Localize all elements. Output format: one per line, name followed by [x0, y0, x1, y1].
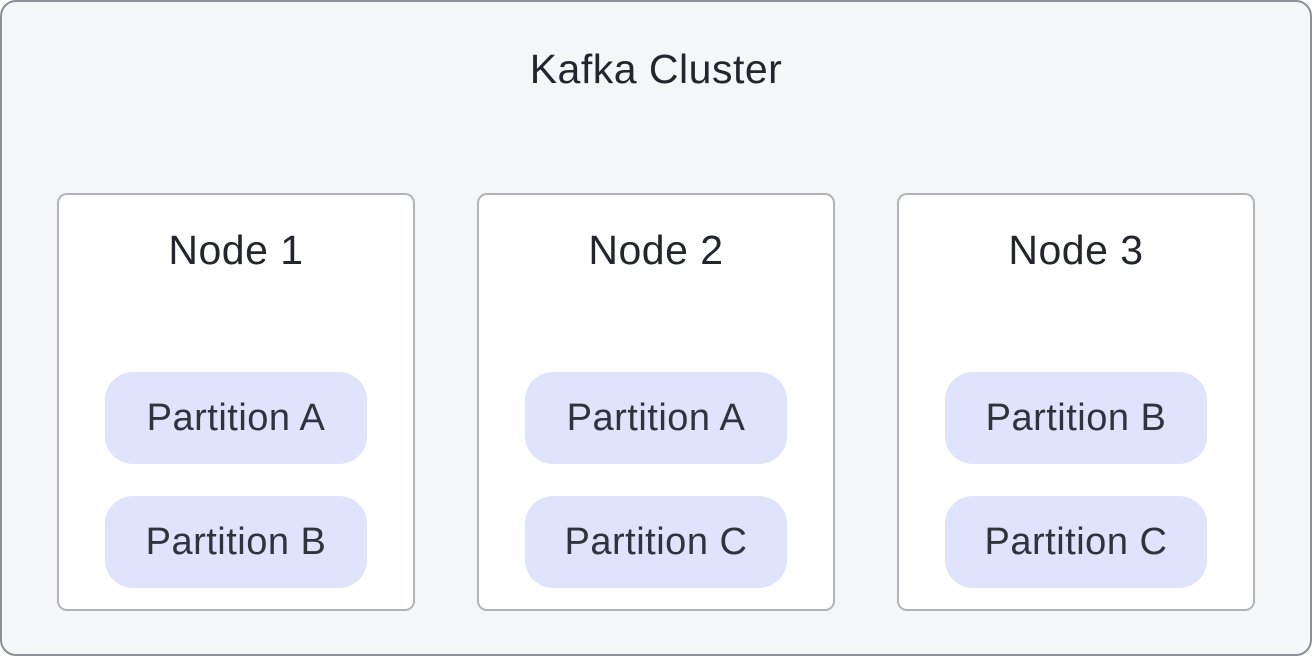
node-title: Node 2: [588, 227, 724, 273]
node-card-2: Node 2 Partition A Partition C: [477, 193, 835, 611]
node-title: Node 1: [168, 227, 304, 273]
partition-pill: Partition A: [105, 372, 367, 464]
partition-pill: Partition B: [945, 372, 1207, 464]
node-title: Node 3: [1008, 227, 1144, 273]
node-card-1: Node 1 Partition A Partition B: [57, 193, 415, 611]
partition-list: Partition A Partition C: [479, 372, 833, 588]
nodes-row: Node 1 Partition A Partition B Node 2 Pa…: [2, 193, 1310, 611]
partition-pill: Partition A: [525, 372, 787, 464]
node-card-3: Node 3 Partition B Partition C: [897, 193, 1255, 611]
partition-list: Partition B Partition C: [899, 372, 1253, 588]
partition-list: Partition A Partition B: [59, 372, 413, 588]
partition-pill: Partition C: [525, 496, 787, 588]
partition-pill: Partition C: [945, 496, 1207, 588]
partition-pill: Partition B: [105, 496, 367, 588]
cluster-title: Kafka Cluster: [529, 46, 783, 92]
